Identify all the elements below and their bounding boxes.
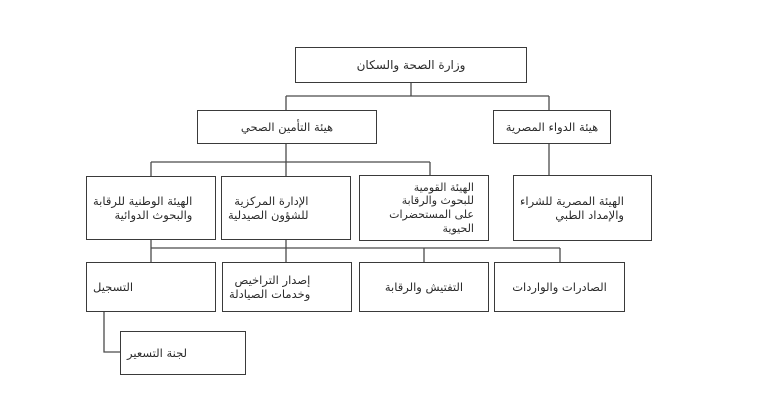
inspection-label: التفتيش والرقابة [384,279,464,294]
central-pharma-admin-box: الإدارة المركزية للشؤون الصيدلية [221,176,351,240]
pricing-committee-box: لجنة التسعير [120,331,246,375]
inspection-box: التفتيش والرقابة [359,262,489,312]
national-bio-authority-box: الهيئة القومية للبحوث والرقابة على المست… [359,175,489,241]
registration-box: التسجيل [86,262,216,312]
health-insurance-label: هيئة التأمين الصحي [240,119,334,134]
procurement-authority-box: الهيئة المصرية للشراء والإمداد الطبي [513,175,652,241]
ministry-label: وزارة الصحة والسكان [356,57,466,72]
ministry-box: وزارة الصحة والسكان [295,47,527,83]
imports-exports-label: الصادرات والواردات [512,279,607,294]
connector-line [103,312,120,353]
national-drug-control-box: الهيئة الوطنية للرقابة والبحوث الدوائية [86,176,216,240]
procurement-authority-label: الهيئة المصرية للشراء والإمداد الطبي [520,193,624,222]
pricing-committee-label: لجنة التسعير [127,345,188,360]
national-drug-control-label: الهيئة الوطنية للرقابة والبحوث الدوائية [93,193,193,222]
imports-exports-box: الصادرات والواردات [494,262,625,312]
drug-authority-box: هيئة الدواء المصرية [493,110,611,144]
health-insurance-box: هيئة التأمين الصحي [197,110,377,144]
central-pharma-admin-label: الإدارة المركزية للشؤون الصيدلية [228,193,309,222]
drug-authority-label: هيئة الدواء المصرية [505,119,599,134]
licensing-box: إصدار التراخيص وخدمات الصيادلة [222,262,352,312]
national-bio-authority-label: الهيئة القومية للبحوث والرقابة على المست… [389,180,474,235]
registration-label: التسجيل [93,279,134,294]
licensing-label: إصدار التراخيص وخدمات الصيادلة [229,272,311,301]
